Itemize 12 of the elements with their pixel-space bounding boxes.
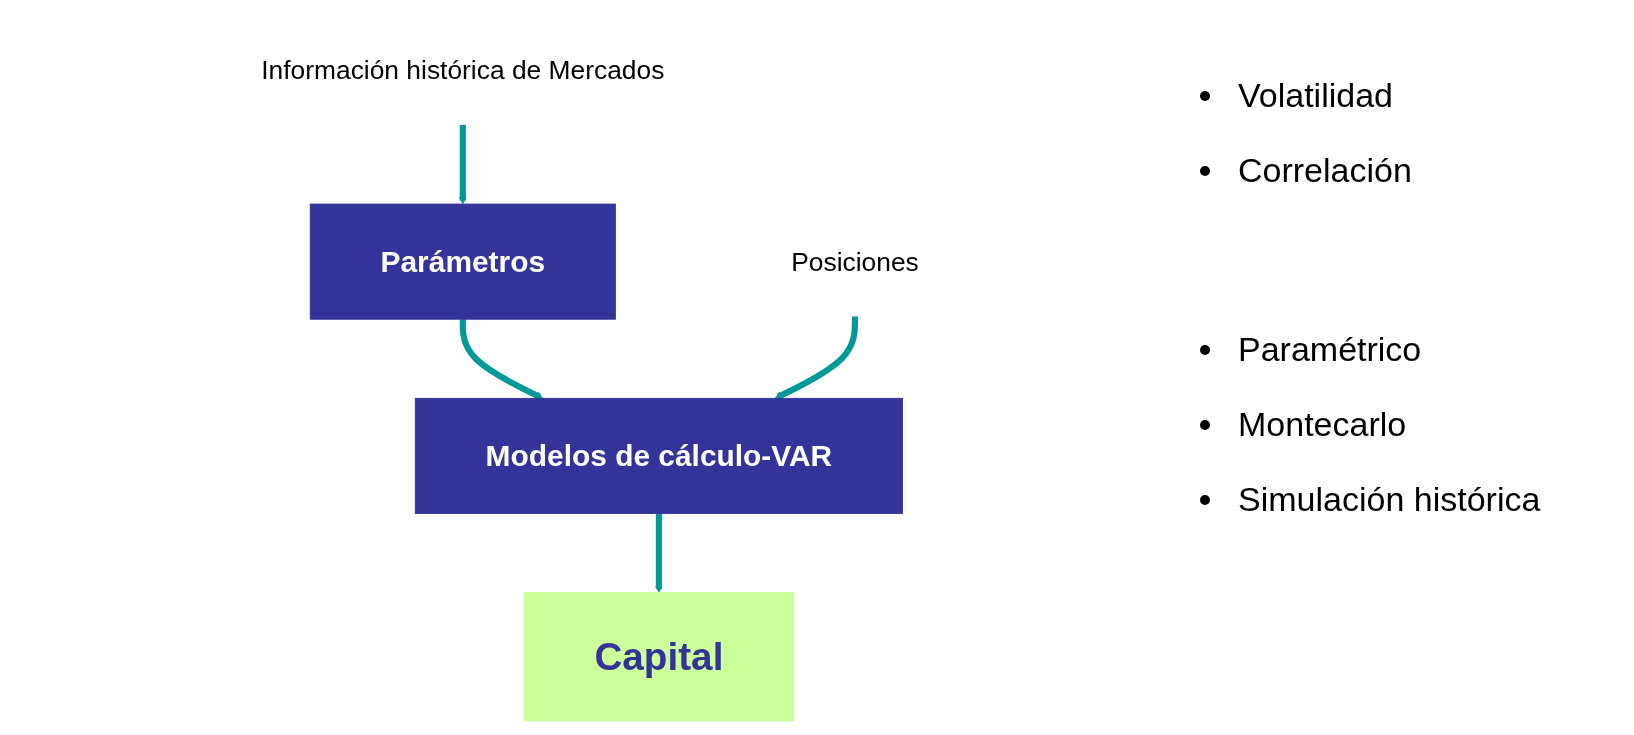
bullet-item: Volatilidad	[1238, 76, 1393, 115]
bullet-item: Paramétrico	[1238, 330, 1422, 369]
node-text: Información histórica de Mercados	[261, 54, 665, 84]
bullet-item: Montecarlo	[1238, 405, 1407, 444]
bullet-item: Correlación	[1238, 151, 1412, 190]
bullet-item: Simulación histórica	[1238, 480, 1541, 519]
node-box: Parámetros	[309, 203, 616, 320]
node-text: Posiciones	[791, 246, 919, 276]
arrow	[655, 513, 663, 593]
node-box: Modelos de cálculo-VAR	[414, 397, 903, 514]
node-box: Capital	[523, 591, 795, 721]
arrow	[458, 124, 467, 204]
